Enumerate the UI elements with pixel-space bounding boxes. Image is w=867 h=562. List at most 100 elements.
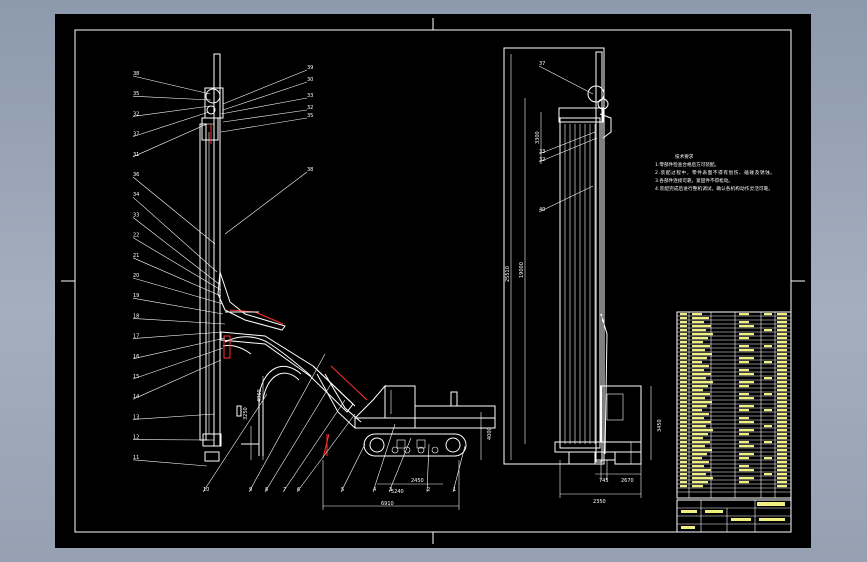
- balloon-number: 8: [265, 487, 268, 493]
- balloon-number: 2: [427, 487, 430, 493]
- leader-line: [340, 443, 366, 493]
- leader-line: [282, 399, 346, 493]
- balloon-number: 35: [307, 113, 313, 119]
- dim-label: 4000: [487, 427, 493, 440]
- leader-line: [220, 117, 308, 133]
- technical-notes: 技术要求 1.零部件检查合格后方可装配。 2.装配过程中，零件表面不得有划伤、磕…: [655, 153, 775, 192]
- dim-label: 25510: [505, 266, 511, 282]
- leader-line: [538, 131, 596, 155]
- leader-line: [132, 297, 224, 315]
- leader-line: [222, 81, 308, 111]
- assembly-drawing: 3250 4960 5240 2450 6910 4000 3835323731…: [61, 18, 805, 544]
- leader-line: [220, 97, 308, 115]
- balloon-number: 1: [453, 487, 456, 493]
- leader-line: [132, 257, 222, 297]
- leader-line: [452, 445, 466, 493]
- leader-line: [132, 95, 212, 101]
- title-block: [676, 499, 792, 533]
- leader-line: [264, 383, 332, 493]
- leader-line: [132, 123, 208, 158]
- balloon-number: 16: [133, 354, 139, 360]
- balloon-number: 20: [133, 273, 139, 279]
- leader-line: [296, 413, 356, 493]
- balloon-number: 10: [203, 487, 209, 493]
- tech-note-line: 3.各部件连接可靠，紧固件不得松动。: [655, 177, 733, 184]
- leader-line: [132, 277, 224, 305]
- dim-label: 745: [599, 478, 609, 484]
- dim-label: 6910: [381, 501, 394, 507]
- balloon-number: 6: [297, 487, 300, 493]
- balloon-number: 36: [133, 172, 139, 178]
- leader-line: [538, 137, 598, 163]
- balloon-number: 32: [133, 111, 139, 117]
- leader-line: [132, 459, 208, 467]
- balloon-number: 33: [539, 149, 545, 155]
- tech-note-line: 2.装配过程中，零件表面不得有划伤、磕碰及锈蚀。: [655, 169, 775, 176]
- side-view-mast: [199, 53, 224, 462]
- dim-label: 2350: [593, 499, 606, 505]
- balloon-number: 13: [133, 414, 139, 420]
- drawing-frame: [74, 29, 792, 533]
- balloon-number: 15: [133, 374, 139, 380]
- balloon-number: 40: [539, 207, 545, 213]
- balloon-number: 30: [307, 77, 313, 83]
- balloon-number: 12: [133, 435, 139, 441]
- balloon-number: 18: [133, 313, 139, 319]
- leader-line: [132, 359, 222, 400]
- leader-line: [132, 318, 226, 325]
- balloon-number: 7: [283, 487, 286, 493]
- dim-label: 2450: [411, 478, 424, 484]
- balloon-number: 17: [133, 334, 139, 340]
- leader-line: [132, 237, 222, 291]
- dim-label: 19000: [519, 262, 525, 278]
- leader-line: [132, 337, 226, 360]
- balloon-number: 22: [133, 233, 139, 239]
- balloon-number: 3: [389, 487, 392, 493]
- balloon-number: 19: [133, 293, 139, 299]
- side-view-balloons-right: 39 30 33 32 35 38: [220, 65, 313, 235]
- balloon-number: 35: [133, 91, 139, 97]
- leader-line: [426, 443, 430, 493]
- balloon-number: 38: [133, 71, 139, 77]
- balloon-number: 11: [133, 455, 139, 461]
- leader-line: [538, 65, 594, 95]
- balloon-number: 39: [307, 65, 313, 71]
- leader-line: [388, 437, 412, 493]
- leader-line: [132, 331, 224, 339]
- balloon-number: 32: [307, 105, 313, 111]
- side-view-crawler-base: [322, 384, 496, 459]
- front-view-dimensions: [510, 54, 652, 498]
- balloon-number: 5: [341, 487, 344, 493]
- front-view-dimension-labels: 25510 19000 3300 2350 745 2670 3450: [505, 131, 663, 505]
- balloon-number: 32: [539, 157, 545, 163]
- leader-line: [132, 413, 216, 420]
- balloon-number: 33: [307, 93, 313, 99]
- tech-note-line: 1.零部件检查合格后方可装配。: [655, 161, 719, 168]
- balloon-number: 38: [307, 167, 313, 173]
- leader-line: [248, 353, 326, 493]
- side-view-dimension-labels: 3250 4960 5240 2450 6910 4000: [243, 389, 493, 507]
- front-view-mast: [503, 47, 642, 480]
- balloon-number: 31: [133, 152, 139, 158]
- dim-label: 3250: [243, 407, 249, 420]
- leader-line: [222, 69, 308, 105]
- balloon-number: 4: [373, 487, 376, 493]
- balloon-number: 14: [133, 394, 139, 400]
- leader-line: [222, 109, 308, 123]
- dim-label: 4960: [257, 389, 263, 402]
- leader-line: [132, 176, 216, 245]
- tech-notes-title: 技术要求: [675, 153, 694, 160]
- leader-line: [132, 196, 218, 273]
- dim-label: 2670: [621, 478, 634, 484]
- leader-line: [372, 423, 396, 493]
- balloon-number: 9: [249, 487, 252, 493]
- leader-line: [132, 111, 210, 137]
- leader-line: [132, 347, 224, 380]
- leader-line: [224, 171, 308, 235]
- dim-label: 5240: [391, 489, 404, 495]
- balloon-number: 21: [133, 253, 139, 259]
